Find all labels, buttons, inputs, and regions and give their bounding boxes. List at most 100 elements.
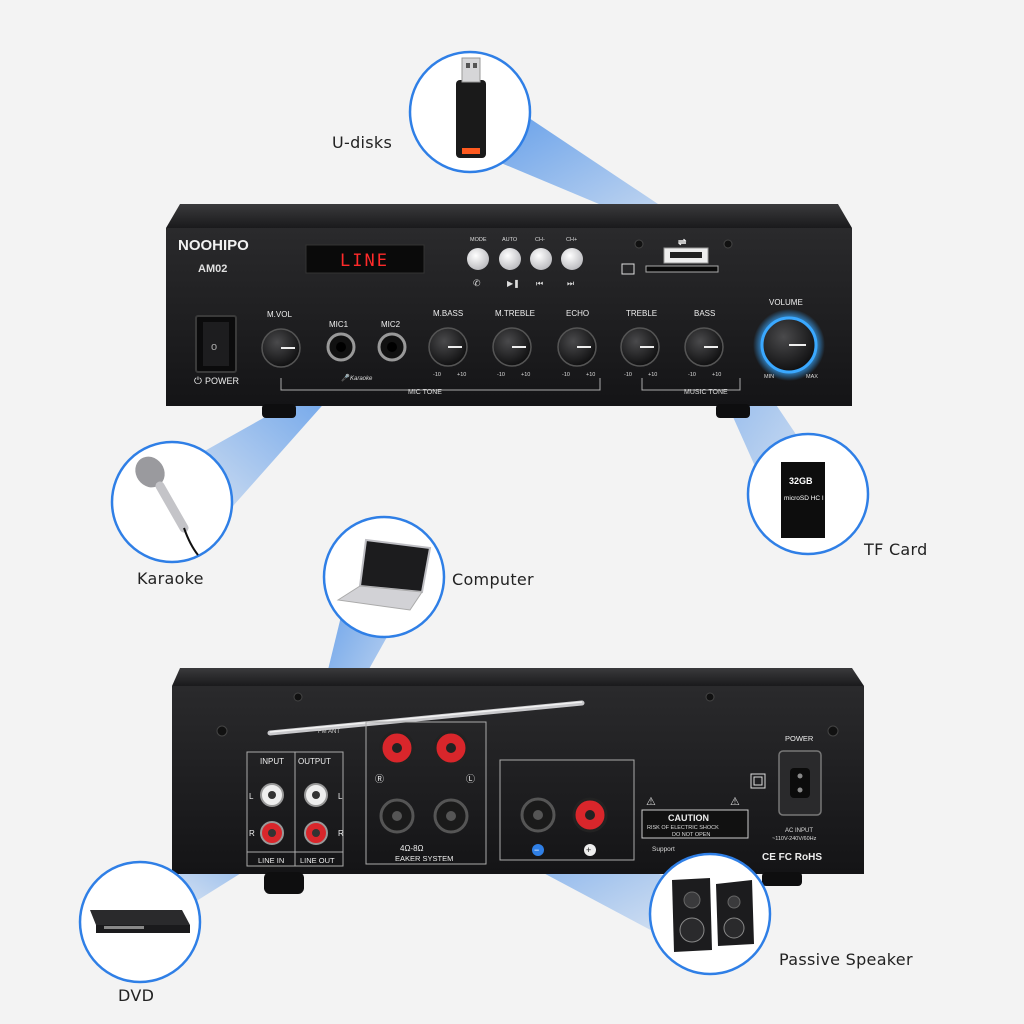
line-out-label: LINE OUT bbox=[300, 856, 335, 865]
usb-icon: ⇌ bbox=[678, 237, 687, 248]
karaoke-mark: Karaoke bbox=[350, 376, 373, 382]
caution-title: CAUTION bbox=[668, 813, 709, 823]
output-label: OUTPUT bbox=[298, 757, 331, 766]
caution-line2: DO NOT OPEN bbox=[672, 832, 710, 838]
front-amplifier: NOOHIPO AM02 LINE MODE AUTO CH- CH+ ▶❚ ⏮… bbox=[166, 204, 852, 418]
sd-card-slot[interactable] bbox=[645, 265, 719, 273]
mvol-label: M.VOL bbox=[267, 310, 292, 319]
svg-text:Ⓛ: Ⓛ bbox=[466, 774, 475, 784]
sd-icon bbox=[621, 263, 635, 275]
next-icon: ⏭ bbox=[567, 279, 574, 288]
svg-text:+10: +10 bbox=[648, 372, 657, 378]
mtreble-label: M.TREBLE bbox=[495, 309, 535, 318]
volume-label: VOLUME bbox=[769, 298, 803, 307]
double-insulation-icon bbox=[750, 773, 766, 789]
callout-karaoke bbox=[110, 440, 234, 564]
support-text: Support bbox=[652, 846, 675, 853]
aux-terminal-panel bbox=[499, 759, 635, 861]
microsd-card-icon bbox=[781, 462, 825, 538]
knobs bbox=[261, 309, 825, 381]
tf-type: microSD HC I bbox=[784, 495, 824, 502]
mode-button[interactable] bbox=[467, 248, 489, 270]
callout-label-dvd: DVD bbox=[118, 986, 155, 1005]
callout-udisk bbox=[408, 50, 532, 174]
power-icon: ⏻ bbox=[194, 376, 202, 387]
mic-tone-label: MIC TONE bbox=[408, 389, 442, 396]
svg-text:-10: -10 bbox=[688, 372, 696, 378]
speaker-system-label: EAKER SYSTEM bbox=[395, 854, 453, 863]
power-label: POWER bbox=[205, 376, 240, 386]
svg-text:Ⓡ: Ⓡ bbox=[375, 774, 384, 784]
echo-label: ECHO bbox=[566, 309, 589, 318]
prev-icon: ⏮ bbox=[536, 279, 543, 288]
mic-tone-bracket bbox=[280, 378, 601, 391]
ac-range-label: ~110V-240V/60Hz bbox=[772, 836, 817, 842]
impedance-label: 4Ω-8Ω bbox=[400, 844, 424, 853]
mode-buttons: MODE AUTO CH- CH+ ▶❚ ⏮ ⏭ ✆ bbox=[467, 237, 583, 288]
mic1-label: MIC1 bbox=[329, 320, 349, 329]
svg-text:+10: +10 bbox=[457, 372, 466, 378]
ch-minus-button[interactable] bbox=[530, 248, 552, 270]
mic2-label: MIC2 bbox=[381, 320, 401, 329]
callout-label-passive-speaker: Passive Speaker bbox=[779, 950, 913, 969]
bluetooth-icon: ✆ bbox=[473, 278, 481, 288]
front-feet-right bbox=[716, 404, 750, 418]
bass-label: BASS bbox=[694, 309, 715, 318]
fm-ant-label: FM ANT bbox=[318, 729, 340, 735]
rear-top-face bbox=[172, 668, 864, 686]
led-display bbox=[305, 244, 425, 274]
usb-stick-icon bbox=[456, 80, 486, 158]
microphone-icon bbox=[135, 456, 165, 488]
front-feet-left bbox=[262, 404, 296, 418]
cert-marks: CE FC RoHS bbox=[762, 852, 822, 863]
svg-text:L: L bbox=[338, 792, 343, 801]
svg-text:R: R bbox=[338, 829, 344, 838]
ch-plus-button[interactable] bbox=[561, 248, 583, 270]
input-label: INPUT bbox=[260, 757, 284, 766]
warning-icon-2: ⚠ bbox=[730, 796, 740, 808]
svg-text:o: o bbox=[211, 341, 217, 353]
callout-label-karaoke: Karaoke bbox=[137, 569, 204, 588]
warning-icon: ⚠ bbox=[646, 796, 656, 808]
btn-auto-label: AUTO bbox=[502, 237, 518, 243]
music-tone-label: MUSIC TONE bbox=[684, 389, 728, 396]
dvd-player-icon bbox=[90, 910, 190, 925]
svg-text:MAX: MAX bbox=[806, 374, 818, 380]
svg-text:+: + bbox=[586, 845, 591, 855]
svg-text:-10: -10 bbox=[433, 372, 441, 378]
front-top-face bbox=[166, 204, 852, 228]
mbass-label: M.BASS bbox=[433, 309, 463, 318]
caution-label-box bbox=[641, 809, 749, 839]
speaker-terminal-panel bbox=[365, 721, 487, 865]
usb-sd-area: ⇌ bbox=[621, 237, 733, 275]
mic-icon: 🎤 bbox=[341, 373, 350, 382]
ac-input-label: AC INPUT bbox=[785, 828, 813, 834]
rear-power-label: POWER bbox=[785, 734, 814, 743]
callout-passive-speaker bbox=[648, 852, 772, 976]
svg-text:+10: +10 bbox=[521, 372, 530, 378]
svg-text:MIN: MIN bbox=[764, 374, 774, 380]
rear-panel bbox=[172, 686, 864, 874]
rear-amplifier: FM ANT INPUT OUTPUT L L R R LINE IN LINE… bbox=[172, 668, 864, 894]
callout-label-tf-card: TF Card bbox=[864, 540, 928, 559]
btn-chplus-label: CH+ bbox=[566, 237, 577, 243]
btn-mode-label: MODE bbox=[470, 237, 487, 243]
svg-text:−: − bbox=[534, 845, 539, 855]
callout-label-udisks: U-disks bbox=[332, 133, 393, 152]
caution-line1: RISK OF ELECTRIC SHOCK bbox=[647, 825, 719, 831]
svg-text:-10: -10 bbox=[624, 372, 632, 378]
tf-capacity: 32GB bbox=[789, 476, 813, 486]
play-pause-icon: ▶❚ bbox=[507, 279, 520, 288]
svg-text:R: R bbox=[249, 829, 255, 838]
callout-label-computer: Computer bbox=[452, 570, 534, 589]
callout-computer bbox=[322, 515, 446, 639]
treble-label: TREBLE bbox=[626, 309, 657, 318]
svg-text:-10: -10 bbox=[562, 372, 570, 378]
auto-button[interactable] bbox=[499, 248, 521, 270]
svg-text:+10: +10 bbox=[712, 372, 721, 378]
model-label: AM02 bbox=[198, 263, 227, 275]
callout-tf-card: 32GB microSD HC I bbox=[746, 432, 870, 556]
led-display-text: LINE bbox=[340, 251, 389, 271]
